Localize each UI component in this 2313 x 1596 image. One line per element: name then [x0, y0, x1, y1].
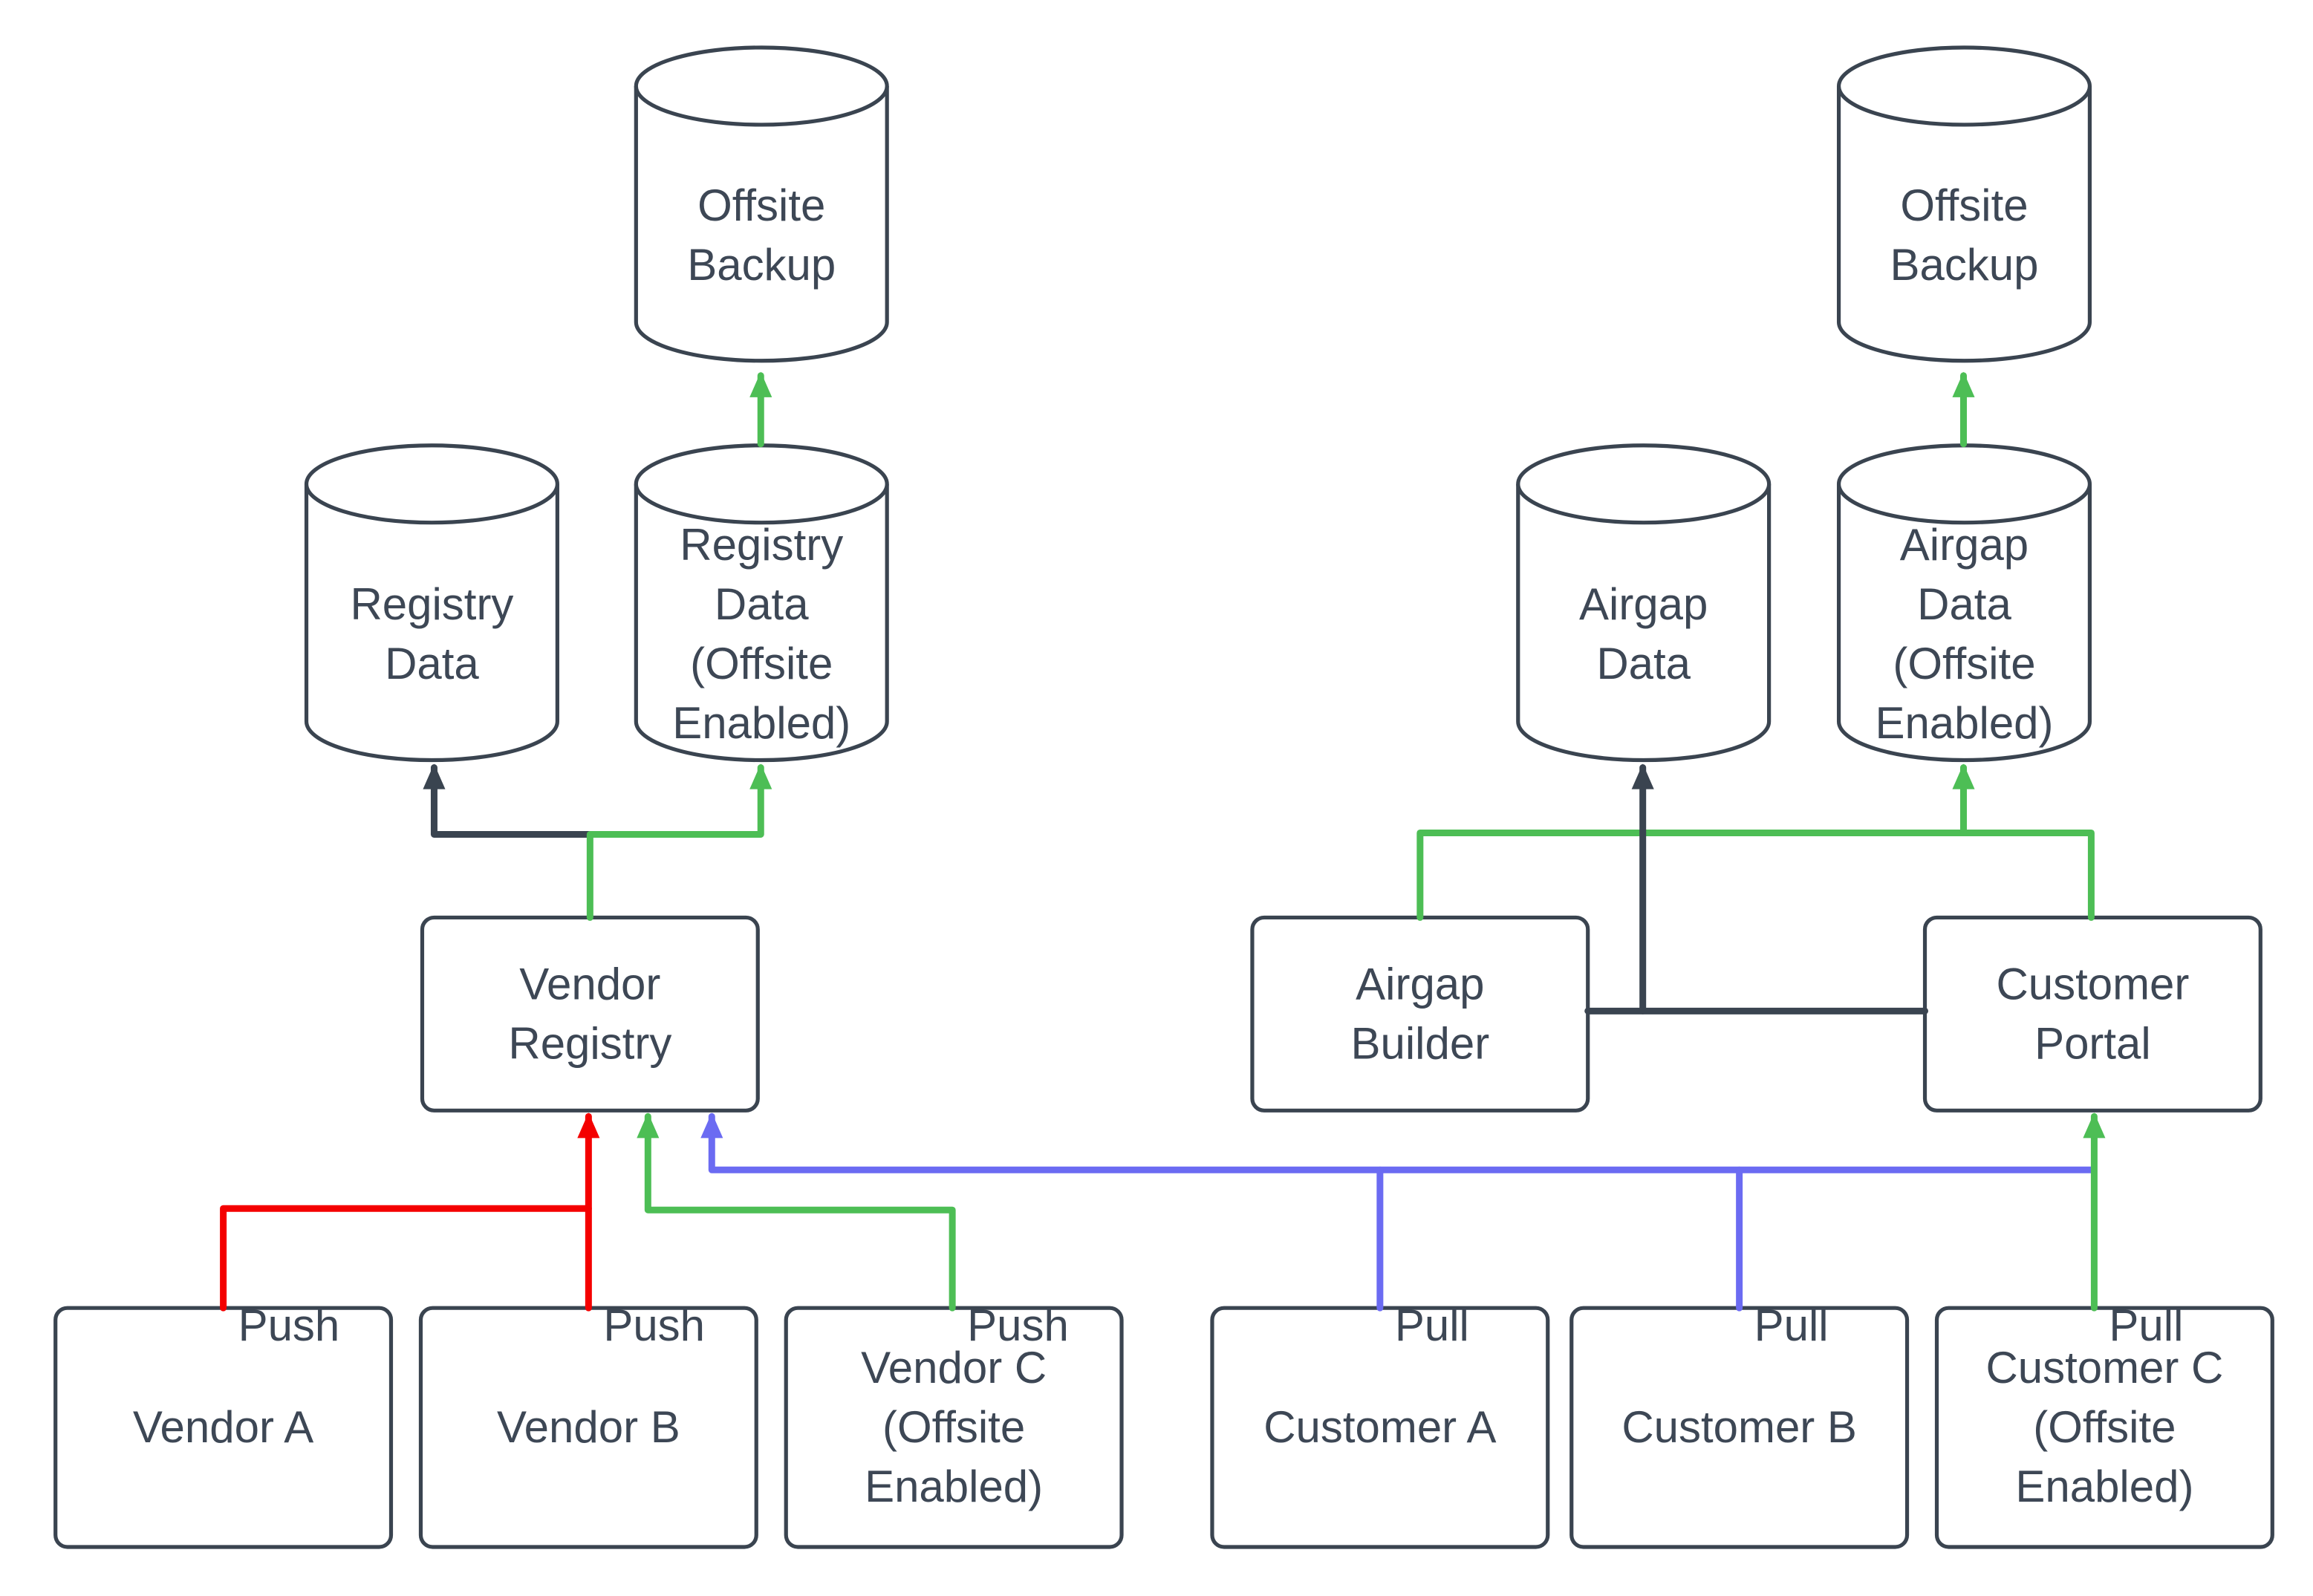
registry-data-offsite-cylinder-top: [634, 443, 889, 525]
airgap-builder-box-shape: [1250, 915, 1590, 1113]
customer-b-label: Customer B: [1621, 1402, 1857, 1452]
customer-c-box-shape: [1934, 1306, 2274, 1549]
node-vendor-b: Vendor B: [418, 1306, 758, 1549]
edges-layer: [220, 371, 2106, 1312]
airgap-data-offsite-cylinder-top: [1836, 443, 2092, 525]
offsite-backup-right-cylinder-top: [1836, 45, 2092, 127]
edge-label-push-vendor-a: Push: [238, 1300, 340, 1350]
vendor-registry-box-shape: [420, 915, 760, 1113]
airgap-data-cylinder-top: [1516, 443, 1772, 525]
edge-label-pull-customer-c: Pull: [2109, 1300, 2183, 1350]
vendor-b-label: Vendor B: [497, 1402, 680, 1452]
edge-label-pull-customer-b: Pull: [1754, 1300, 1829, 1350]
customer-a-label: Customer A: [1263, 1402, 1496, 1452]
edge-label-push-vendor-b: Push: [603, 1300, 705, 1350]
edge-registry-to-registry-data: [423, 763, 593, 838]
offsite-backup-left-cylinder-body: [634, 85, 889, 363]
edge-vendor-c-to-registry: [637, 1113, 956, 1312]
airgap-data-cylinder-body: [1516, 483, 1772, 763]
offsite-backup-left-cylinder-top: [634, 45, 889, 127]
edge-label-push-vendor-c: Push: [967, 1300, 1069, 1350]
registry-data-cylinder-body: [304, 483, 559, 763]
offsite-backup-right-cylinder-body: [1836, 85, 2092, 363]
edge-registry-to-offsite-data: [586, 763, 772, 921]
airgap-data-offsite-cylinder-body: [1836, 483, 2092, 763]
node-vendor-a: Vendor A: [53, 1306, 394, 1549]
node-customer-b: Customer B: [1569, 1306, 1910, 1549]
edge-label-pull-customer-a: Pull: [1395, 1300, 1469, 1350]
customer-portal-box-shape: [1922, 915, 2262, 1113]
registry-data-cylinder-top: [304, 443, 559, 525]
node-customer-a: Customer A: [1210, 1306, 1550, 1549]
vendor-a-label: Vendor A: [133, 1402, 313, 1452]
registry-data-offsite-cylinder-body: [634, 483, 889, 763]
edge-vendor-a-to-junction: [220, 1205, 592, 1312]
edge-labels-layer: Push Push Push Pull Pull Pull: [238, 1300, 2184, 1350]
edge-builder-portal-green-rail: [1416, 829, 2095, 921]
edge-pull-main-to-registry: [700, 1113, 2095, 1173]
